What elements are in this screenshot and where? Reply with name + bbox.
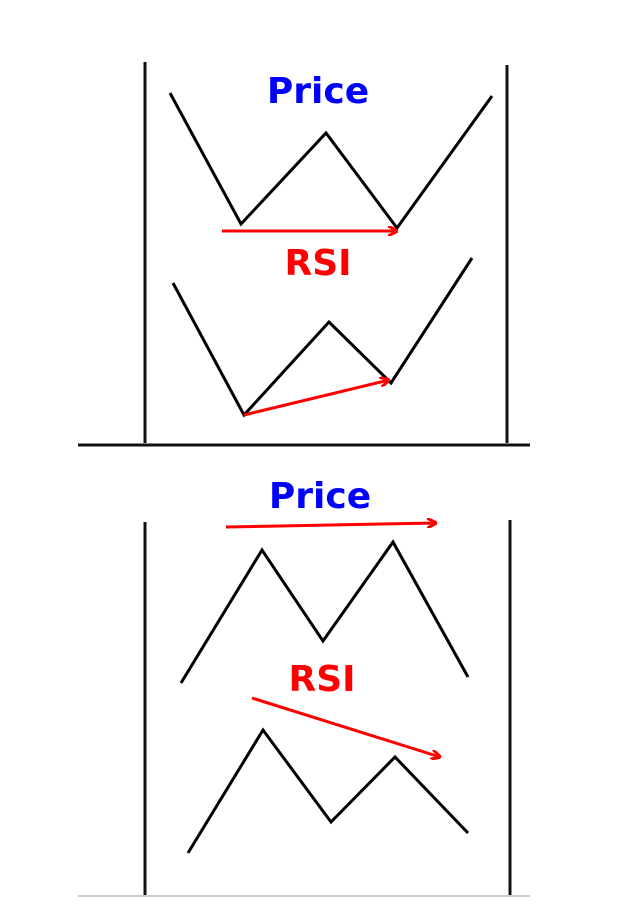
rsi-m-line [186,727,470,854]
price-label: Price [269,476,371,517]
rsi-lower-high-arrow [251,696,440,757]
rsi-label: RSI [288,659,355,700]
price-w-line [168,92,494,231]
price-m-line [179,539,470,684]
price-label: Price [267,71,369,112]
rsi-higher-low-arrow [243,380,389,417]
rsi-w-line [171,257,474,418]
rsi-label: RSI [284,243,351,284]
bullish-divergence-panel: Price RSI [78,62,530,447]
bearish-divergence-panel: Price RSI [78,476,530,897]
price-higher-high-arrow [225,523,436,529]
